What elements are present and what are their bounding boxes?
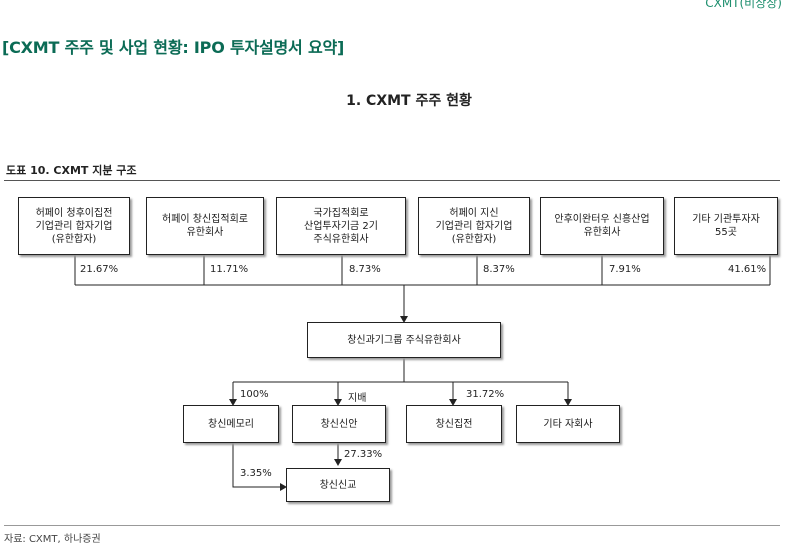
shareholder-box: 기타 기관투자자 55곳 xyxy=(674,197,778,255)
page-title: [CXMT 주주 및 사업 현황: IPO 투자설명서 요약] xyxy=(2,38,345,57)
connector-arrow xyxy=(232,442,287,491)
shareholder-box: 허페이 청후이집전 기업관리 합자기업 (유한합자) xyxy=(18,197,130,255)
subsidiary-box: 기타 자회사 xyxy=(516,405,620,443)
grandchild-box: 창신신교 xyxy=(286,468,390,502)
stake-label: 31.72% xyxy=(466,389,505,400)
subsidiary-box: 창신신안 xyxy=(292,405,386,443)
shareholder-box: 안후이완터우 신흥산업 유한회사 xyxy=(540,197,664,255)
stake-label: 7.91% xyxy=(609,264,641,275)
stake-label: 11.71% xyxy=(210,264,249,275)
footer-divider xyxy=(4,525,780,526)
subsidiary-box: 창신메모리 xyxy=(183,405,279,443)
stake-label: 8.73% xyxy=(349,264,381,275)
stake-label: 100% xyxy=(240,389,269,400)
figure-divider xyxy=(4,180,780,181)
shareholder-box: 허페이 지신 기업관리 합자기업 (유한합자) xyxy=(418,197,530,255)
shareholder-box: 허페이 창신집적회로 유한회사 xyxy=(146,197,264,255)
subsidiary-box: 창신집전 xyxy=(406,405,502,443)
parent-company-box: 창신과기그룹 주식유한회사 xyxy=(307,322,501,358)
stake-label: 8.37% xyxy=(483,264,515,275)
figure-title: 도표 10. CXMT 지분 구조 xyxy=(6,164,137,177)
header-tag: CXMT(비상장) xyxy=(705,0,782,10)
stake-label: 27.33% xyxy=(344,449,383,460)
stake-label: 21.67% xyxy=(80,264,119,275)
shareholder-box: 국가집적회로 산업투자기금 2기 주식유한회사 xyxy=(276,197,406,255)
source-note: 자료: CXMT, 하나증권 xyxy=(4,534,101,545)
stake-label: 3.35% xyxy=(240,468,272,479)
section-heading: 1. CXMT 주주 현황 xyxy=(346,93,472,109)
stake-label: 41.61% xyxy=(728,264,767,275)
stake-label: 지배 xyxy=(348,393,367,404)
